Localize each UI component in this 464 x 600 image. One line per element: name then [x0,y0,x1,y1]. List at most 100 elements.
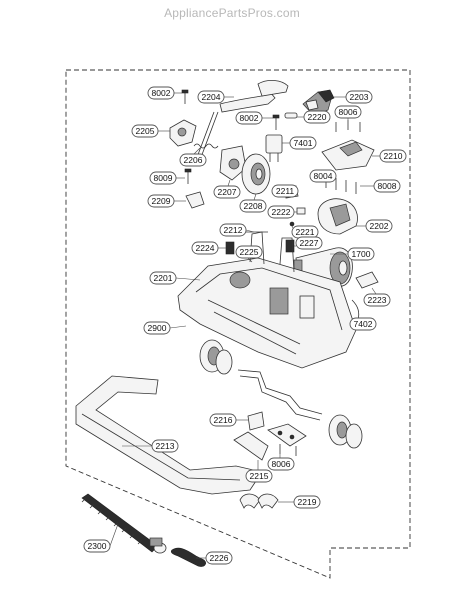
dashed-frame [65,69,411,579]
part-2210-cover [321,139,375,171]
callout-2211: 2211 [271,184,299,198]
callout-2209: 2209 [147,194,186,208]
callout-8006b: 8006 [267,454,295,471]
svg-text:2216: 2216 [214,415,233,425]
part-2202-housing [317,198,358,235]
part-2224-spring [225,241,235,255]
part-2207-cam [219,145,247,181]
svg-text:8002: 8002 [152,88,171,98]
part-2208-gear [241,153,271,195]
part-2209-clip [185,191,205,209]
callout-7401: 7401 [282,136,317,150]
callout-2300: 2300 [83,523,119,553]
svg-text:2222: 2222 [272,207,291,217]
part-2223-plate [355,271,379,289]
callout-2212: 2212 [219,223,255,237]
callout-8008: 8008 [360,179,401,193]
callout-8006a: 8006 [334,105,362,120]
part-2205-bracket [169,119,197,147]
callout-2225: 2225 [235,245,263,263]
svg-text:8009: 8009 [154,173,173,183]
svg-text:8008: 8008 [378,181,397,191]
callout-2205: 2205 [131,124,170,138]
svg-text:2206: 2206 [184,155,203,165]
part-2206-spring [193,143,219,149]
svg-text:2211: 2211 [276,186,295,196]
callout-7402: 7402 [349,317,377,331]
svg-text:2213: 2213 [156,441,175,451]
part-8009-screw [184,168,192,184]
part-8002-screw-b [272,114,280,130]
callout-2208: 2208 [239,193,267,213]
part-2300-brushroll [81,493,167,554]
svg-text:7402: 7402 [354,319,373,329]
svg-text:2226: 2226 [210,553,229,563]
part-8002-screw-a [181,89,189,104]
svg-text:2205: 2205 [136,126,155,136]
svg-text:2221: 2221 [296,227,315,237]
part-2204-handle-arm [195,80,289,161]
svg-text:2224: 2224 [196,243,215,253]
callout-8002a: 8002 [147,86,182,100]
callout-2900: 2900 [143,321,187,335]
part-2219-end-caps [239,493,279,509]
svg-text:1700: 1700 [352,249,371,259]
part-7402-wire [351,299,360,321]
callout-2221: 2221 [291,225,319,239]
svg-text:2209: 2209 [152,196,171,206]
callout-2207: 2207 [213,179,241,199]
callout-8002b: 8002 [235,111,273,125]
svg-text:2220: 2220 [308,112,327,122]
svg-text:2210: 2210 [384,151,403,161]
watermark: AppliancePartsPros.com [164,6,300,20]
callout-2206: 2206 [179,147,207,167]
part-2213-bottom-plate [75,375,263,495]
svg-text:2207: 2207 [218,187,237,197]
part-2221-screw [289,221,295,227]
svg-text:2204: 2204 [202,92,221,102]
part-2220-pin [284,112,298,119]
svg-text:2215: 2215 [250,471,269,481]
svg-text:2300: 2300 [88,541,107,551]
svg-text:8006: 8006 [339,107,358,117]
svg-text:2219: 2219 [298,497,317,507]
callout-2216: 2216 [209,413,248,427]
svg-text:2201: 2201 [154,273,173,283]
svg-text:2212: 2212 [224,225,243,235]
svg-text:8002: 8002 [240,113,259,123]
part-2201-base [177,231,357,369]
callout-2226: 2226 [196,551,233,565]
callout-2204: 2204 [197,90,234,104]
part-8006-latch-plate [267,423,307,456]
part-2226-belt [170,547,206,567]
callout-2227: 2227 [294,236,323,250]
svg-text:2208: 2208 [244,201,263,211]
callout-8009: 8009 [149,171,185,185]
callout-2215: 2215 [245,460,273,483]
callout-2203: 2203 [334,90,373,104]
callout-2210: 2210 [372,149,407,163]
svg-text:2223: 2223 [368,295,387,305]
callout-8004: 8004 [309,169,337,183]
part-7401-switch [265,134,283,162]
svg-text:2203: 2203 [350,92,369,102]
parts-layer [75,80,379,567]
callouts-layer: 8002 2204 2203 8006 2205 8002 [83,86,407,565]
svg-text:2900: 2900 [148,323,167,333]
callout-1700: 1700 [330,247,375,261]
callout-2219: 2219 [278,495,321,509]
part-2216-latch [247,411,265,431]
callout-2223: 2223 [363,287,391,307]
svg-text:2227: 2227 [300,238,319,248]
svg-text:8006: 8006 [272,459,291,469]
callout-2202: 2202 [356,219,393,233]
svg-text:8004: 8004 [314,171,333,181]
callout-2222: 2222 [267,205,297,219]
callout-2201: 2201 [149,271,201,285]
svg-text:2202: 2202 [370,221,389,231]
part-2900-wheels [199,339,363,449]
callout-2220: 2220 [297,110,331,124]
svg-text:7401: 7401 [294,138,313,148]
part-2215-cover [233,431,269,461]
